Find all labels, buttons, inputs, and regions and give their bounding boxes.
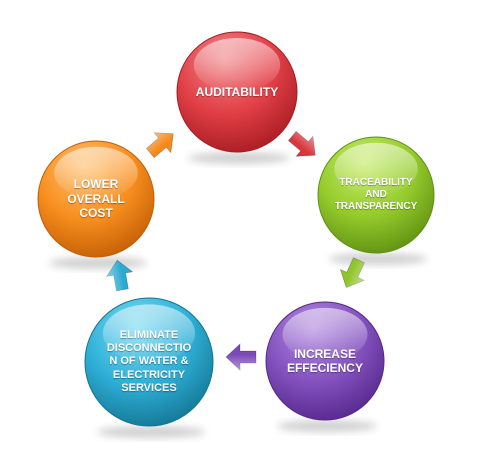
- arrow-cost-to-auditability: [145, 132, 174, 159]
- node-shadow-eliminate: [96, 426, 206, 438]
- arrow-eliminate-to-cost: [106, 259, 134, 292]
- node-highlight-cost: [54, 146, 138, 199]
- node-highlight-efficiency: [282, 307, 368, 362]
- node-shadow-efficiency: [276, 420, 378, 432]
- node-shadows: [48, 152, 428, 438]
- node-highlight-auditability: [193, 38, 281, 92]
- node-highlight-eliminate: [102, 304, 196, 363]
- node-shadow-traceability: [328, 253, 428, 265]
- cycle-arrows: [106, 130, 365, 371]
- node-shadow-auditability: [188, 152, 290, 164]
- arrow-traceability-to-efficiency: [339, 257, 365, 289]
- node-shadow-cost: [48, 257, 148, 269]
- cycle-nodes: [37, 31, 435, 427]
- arrow-auditability-to-traceability: [287, 130, 316, 157]
- node-highlight-traceability: [334, 142, 418, 195]
- arrow-efficiency-to-eliminate: [225, 343, 257, 371]
